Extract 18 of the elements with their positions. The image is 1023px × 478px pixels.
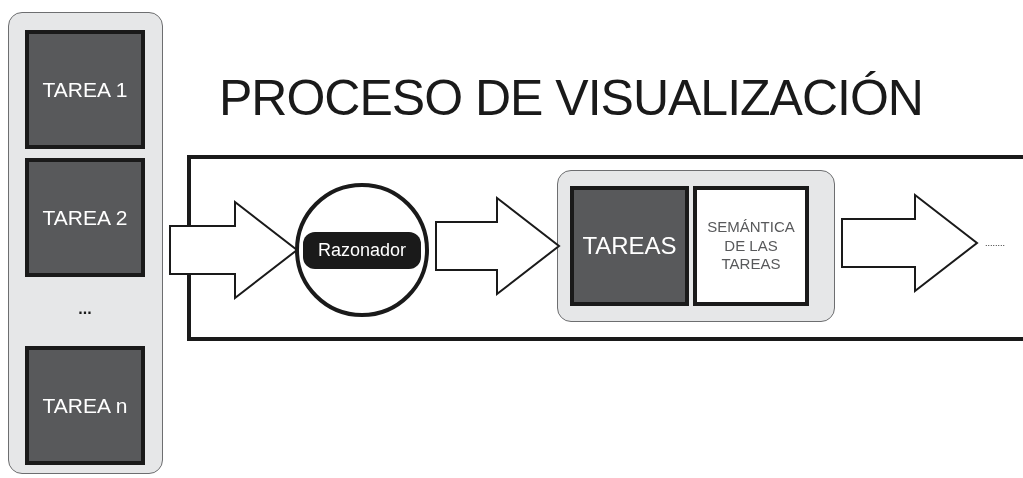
task-box [25, 30, 145, 149]
task-box [570, 186, 689, 306]
process-title: PROCESO DE VISUALIZACIÓN [219, 69, 923, 127]
ellipsis-text: ... [77, 300, 93, 318]
task-label: TAREA n [42, 393, 128, 418]
block-arrow [841, 192, 979, 294]
semantics-label: SEMÁNTICA DE LAS TAREAS [706, 217, 796, 275]
task-label: TAREAS [582, 232, 677, 260]
reasoner-label: Razonador [303, 231, 421, 269]
ellipsis-text: ........ [985, 238, 1005, 248]
group-panel [557, 170, 835, 322]
block-arrow [435, 195, 561, 297]
task-label: TAREA 2 [42, 205, 128, 230]
task-box [25, 346, 145, 465]
task-box [25, 158, 145, 277]
semantics-box [693, 186, 809, 306]
group-panel [8, 12, 163, 474]
task-label: TAREA 1 [42, 77, 128, 102]
